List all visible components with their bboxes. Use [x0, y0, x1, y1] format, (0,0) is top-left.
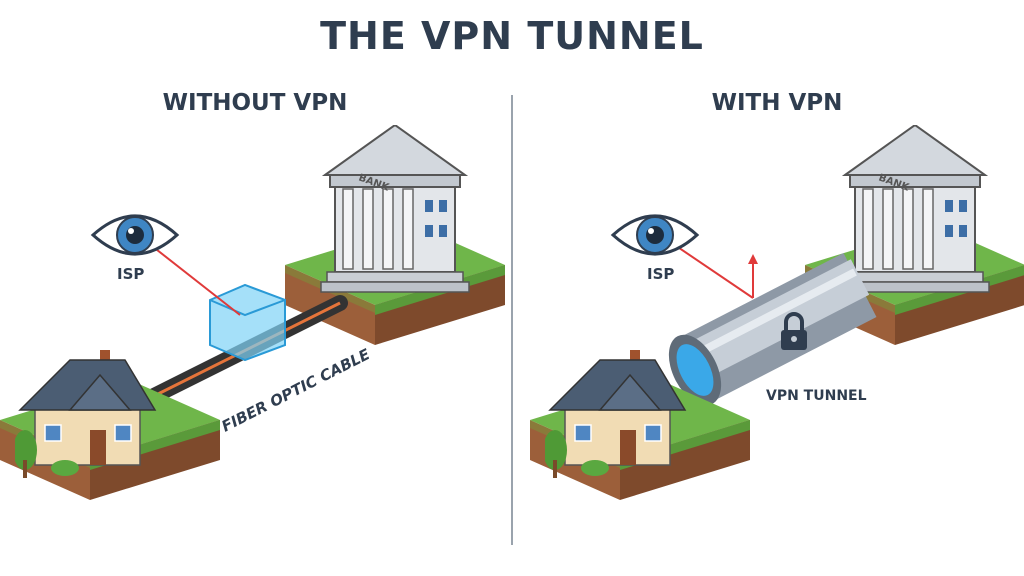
panel-divider	[511, 95, 513, 545]
left-isp-label: ISP	[117, 265, 145, 283]
right-bank-building	[840, 125, 990, 293]
vpn-tunnel-label: VPN TUNNEL	[766, 388, 867, 404]
left-isp-eye-icon	[91, 214, 179, 256]
left-house	[15, 350, 156, 479]
without-vpn-heading: WITHOUT VPN	[162, 90, 348, 116]
right-house	[545, 350, 686, 479]
with-vpn-heading: WITH VPN	[711, 90, 843, 116]
blocked-arrow-icon	[748, 254, 758, 298]
page-title: THE VPN TUNNEL	[320, 14, 704, 58]
lock-icon	[781, 312, 807, 350]
inspection-cube	[209, 283, 286, 362]
right-isp-label: ISP	[647, 265, 675, 283]
vpn-tunnel-pipe	[668, 252, 877, 406]
left-bank-building	[320, 125, 470, 293]
right-isp-eye-icon	[611, 214, 699, 256]
